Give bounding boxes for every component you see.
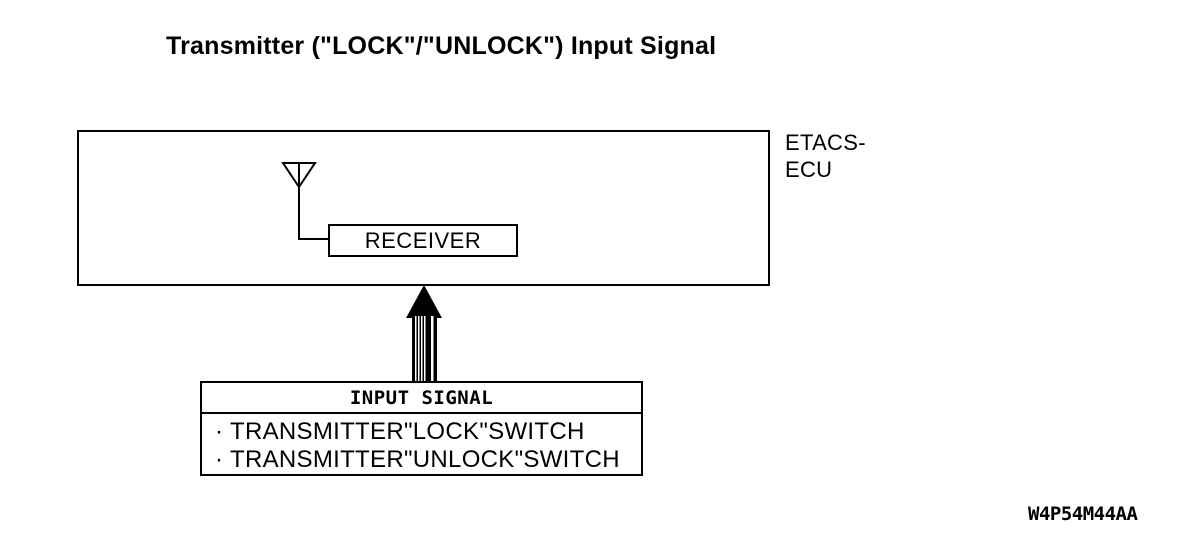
etacs-ecu-label: ETACS- ECU xyxy=(785,129,866,183)
bullet-icon: · xyxy=(215,418,224,445)
receiver-label: RECEIVER xyxy=(364,227,482,253)
arrow-shaft-stripes xyxy=(412,316,437,381)
input-signal-item-list: ·TRANSMITTER"LOCK"SWITCH ·TRANSMITTER"UN… xyxy=(202,414,641,474)
input-signal-header: INPUT SIGNAL xyxy=(202,383,641,414)
antenna-icon xyxy=(281,162,330,240)
diagram-title: Transmitter ("LOCK"/"UNLOCK") Input Sign… xyxy=(166,32,717,60)
input-signal-box: INPUT SIGNAL ·TRANSMITTER"LOCK"SWITCH ·T… xyxy=(200,381,643,476)
list-item: ·TRANSMITTER"LOCK"SWITCH xyxy=(215,418,641,446)
bullet-icon: · xyxy=(215,446,224,473)
arrow-up-icon xyxy=(406,285,442,318)
list-item-text: TRANSMITTER"UNLOCK"SWITCH xyxy=(230,446,620,473)
etacs-ecu-box xyxy=(77,130,770,286)
etacs-ecu-label-line1: ETACS- xyxy=(785,130,866,155)
figure-code: W4P54M44AA xyxy=(1028,503,1138,525)
list-item-text: TRANSMITTER"LOCK"SWITCH xyxy=(230,418,585,445)
list-item: ·TRANSMITTER"UNLOCK"SWITCH xyxy=(215,446,641,474)
receiver-box: RECEIVER xyxy=(328,224,518,257)
etacs-ecu-label-line2: ECU xyxy=(785,157,833,182)
